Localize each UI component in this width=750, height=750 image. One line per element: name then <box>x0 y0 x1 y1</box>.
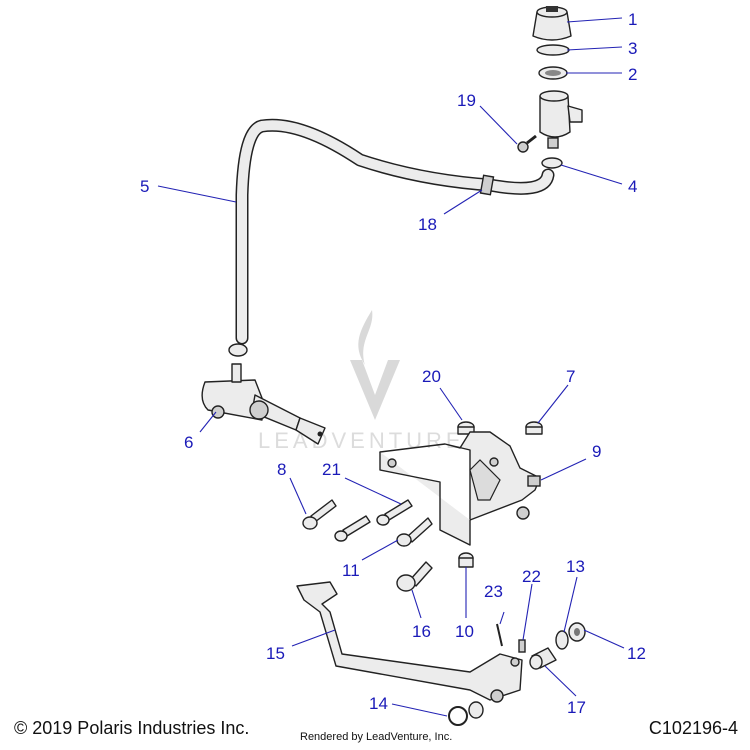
callout-7: 7 <box>566 367 575 386</box>
bracket-bolt-21-a[interactable] <box>376 499 413 526</box>
reservoir-diaphragm[interactable] <box>536 44 570 56</box>
pivot-washer[interactable] <box>555 630 569 650</box>
callout-6: 6 <box>184 433 193 452</box>
pedal-pivot-bolt[interactable] <box>396 561 433 592</box>
bracket-nut-right[interactable] <box>525 421 543 435</box>
pedal-nut[interactable] <box>458 552 474 568</box>
callout-22: 22 <box>522 567 541 586</box>
callout-19: 19 <box>457 91 476 110</box>
rendered-by-text: Rendered by LeadVenture, Inc. <box>300 731 453 743</box>
clutch-hose[interactable] <box>235 118 555 345</box>
pedal-bracket[interactable] <box>379 431 541 546</box>
copyright-text: © 2019 Polaris Industries Inc. <box>14 718 250 738</box>
pivot-bushing[interactable] <box>568 622 586 642</box>
hose-clip[interactable] <box>479 174 495 196</box>
callout-12: 12 <box>627 644 646 663</box>
callout-20: 20 <box>422 367 441 386</box>
callout-17: 17 <box>567 698 586 717</box>
pivot-sleeve[interactable] <box>529 647 557 670</box>
reservoir-bolt[interactable] <box>517 134 537 153</box>
callout-5: 5 <box>140 177 149 196</box>
callout-18: 18 <box>418 215 437 234</box>
bracket-nut-left[interactable] <box>457 421 475 435</box>
callout-8: 8 <box>277 460 286 479</box>
callout-13: 13 <box>566 557 585 576</box>
diagram-code: C102196-4 <box>648 718 738 738</box>
callout-15: 15 <box>266 644 285 663</box>
bracket-bolt-21-b[interactable] <box>334 515 371 542</box>
bracket-bolt-8[interactable] <box>302 499 337 530</box>
clevis-pin[interactable] <box>518 639 526 653</box>
watermark-text: LEADVENTURE <box>258 428 465 453</box>
callout-9: 9 <box>592 442 601 461</box>
callout-21: 21 <box>322 460 341 479</box>
callout-2: 2 <box>628 65 637 84</box>
cotter-pin[interactable] <box>496 623 503 647</box>
master-cylinder[interactable] <box>201 363 326 445</box>
callout-16: 16 <box>412 622 431 641</box>
callout-11: 11 <box>342 561 360 580</box>
clutch-pedal[interactable] <box>296 581 523 703</box>
leadventure-watermark: LEADVENTURE <box>258 310 465 453</box>
spring-clip[interactable] <box>448 701 484 726</box>
callout-23: 23 <box>484 582 503 601</box>
callout-10: 10 <box>455 622 474 641</box>
callout-1: 1 <box>628 10 637 29</box>
bracket-bolt-11[interactable] <box>396 517 433 547</box>
leader-lines <box>157 17 625 717</box>
reservoir-cap[interactable] <box>532 6 572 41</box>
callout-labels: 1 2 3 4 5 6 7 8 9 10 11 12 13 14 15 16 1… <box>140 10 646 717</box>
callout-3: 3 <box>628 39 637 58</box>
hose-clamp-upper[interactable] <box>541 157 563 169</box>
reservoir-plate[interactable] <box>538 66 568 80</box>
hose-clamp-lower[interactable] <box>228 343 248 357</box>
callout-14: 14 <box>369 694 388 713</box>
reservoir-body[interactable] <box>539 90 583 149</box>
callout-4: 4 <box>628 177 637 196</box>
